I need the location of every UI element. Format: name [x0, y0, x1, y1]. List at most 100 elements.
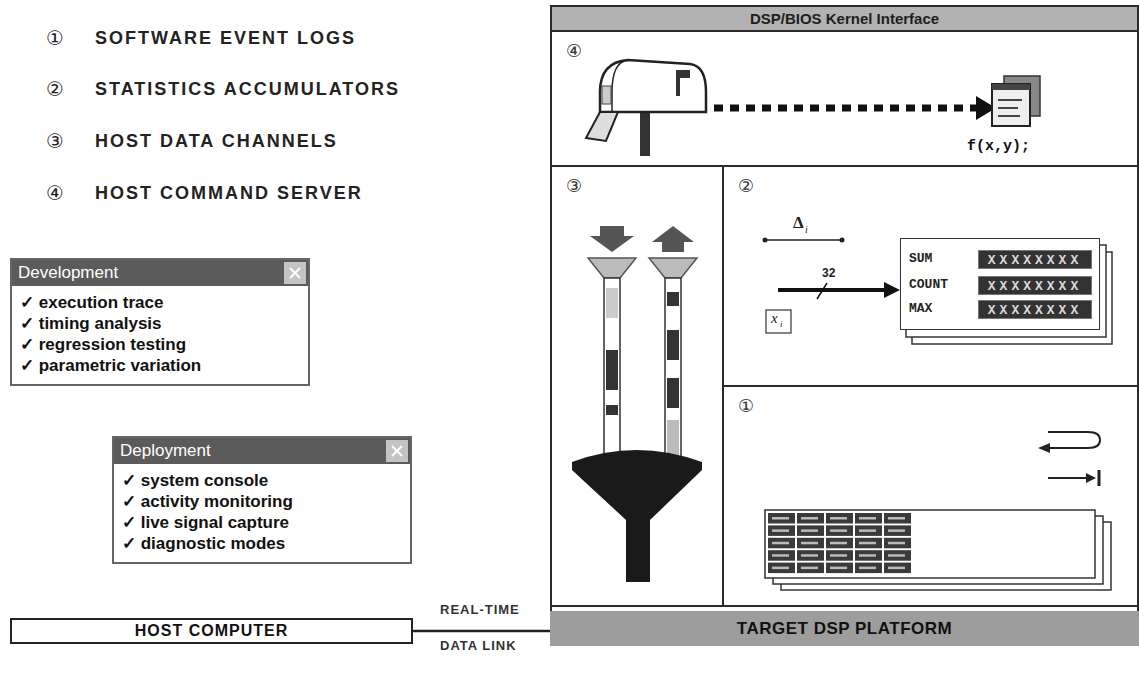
statistics-symbols-part	[763, 238, 768, 243]
checklist-item: ✓ live signal capture	[122, 512, 400, 533]
close-icon-cross	[392, 446, 402, 456]
host-computer-box: HOST COMPUTER	[10, 618, 413, 644]
feature-name: SOFTWARE EVENT LOGS	[95, 28, 356, 49]
feature-name: HOST COMMAND SERVER	[95, 183, 363, 204]
log-cell	[826, 563, 853, 574]
log-cell	[884, 563, 911, 574]
log-cell-mark	[772, 529, 789, 532]
statistic-name: MAX	[909, 301, 932, 316]
checklist-item: ✓ diagnostic modes	[122, 533, 400, 554]
mailbox-icon-part	[600, 60, 706, 112]
log-cell-mark	[888, 529, 905, 532]
mailbox-icon	[586, 60, 706, 156]
checklist-item: ✓ timing analysis	[20, 313, 298, 334]
log-cell-mark	[801, 542, 818, 545]
log-cell-mark	[801, 529, 818, 532]
dotted-arrow-part	[714, 105, 976, 112]
box-label: HOST COMPUTER	[135, 622, 288, 640]
checklist-item: ✓ regression testing	[20, 334, 298, 355]
log-cell	[826, 513, 853, 524]
log-cell	[855, 538, 882, 549]
feature-name: STATISTICS ACCUMULATORS	[95, 79, 400, 100]
data-link-line	[413, 630, 550, 633]
log-cell	[797, 513, 824, 524]
mailbox-icon-part	[676, 70, 690, 78]
statistics-symbols-part	[884, 282, 900, 298]
log-cell	[855, 550, 882, 561]
statistics-symbols-part	[778, 288, 886, 292]
log-cell-mark	[859, 517, 876, 520]
log-table-cells	[768, 513, 911, 573]
statistics-symbols-part	[817, 283, 827, 299]
window-title: Deployment	[120, 441, 211, 461]
data-channel-funnels-part	[652, 226, 694, 252]
mailbox-icon-part	[602, 86, 611, 104]
log-cell	[768, 538, 795, 549]
event-log-panel: ①	[722, 385, 1139, 607]
bit-width: 32	[822, 266, 835, 280]
mailbox-icon-part	[586, 112, 618, 141]
event-log-symbols	[765, 432, 1111, 590]
window-title-bar: Development	[12, 260, 308, 286]
log-cell-mark	[830, 517, 847, 520]
callout-number: ②	[738, 175, 754, 196]
log-cell	[797, 550, 824, 561]
data-channel-funnels-part	[667, 292, 679, 306]
event-log-symbols-part	[1048, 432, 1100, 448]
kernel-interface-panel: DSP/BIOS Kernel Interface④f(x,y);③②SUMCO…	[550, 5, 1139, 646]
close-icon	[386, 440, 408, 462]
statistic-value: XXXXXXXX	[978, 276, 1092, 295]
statistic-value: XXXXXXXX	[978, 250, 1092, 269]
log-cell	[768, 513, 795, 524]
checklist-item: ✓ system console	[122, 470, 400, 491]
close-icon-box	[386, 440, 408, 462]
window-body: ✓ system console✓ activity monitoring✓ l…	[114, 464, 410, 562]
callout-number: ①	[46, 26, 64, 50]
statistic-name: SUM	[909, 251, 932, 266]
event-log-symbols-part	[1048, 477, 1088, 479]
data-channel-funnels-part	[606, 350, 618, 390]
log-cell-mark	[830, 554, 847, 557]
kernel-header-bar: DSP/BIOS Kernel Interface	[552, 7, 1137, 30]
delta-symbol: Δ	[793, 213, 804, 233]
log-cell-mark	[888, 517, 905, 520]
log-cell-mark	[772, 554, 789, 557]
log-cell-mark	[859, 529, 876, 532]
log-cell	[855, 525, 882, 536]
subscript: i	[780, 319, 783, 329]
bar-label: TARGET DSP PLATFORM	[737, 619, 952, 639]
function-window-icon	[992, 76, 1040, 126]
mailbox-icon-part	[640, 110, 650, 156]
data-channel-funnels-part	[667, 378, 679, 408]
data-channel-funnels-part	[667, 330, 679, 360]
log-cell	[884, 525, 911, 536]
command-server-panel: ④f(x,y);	[550, 30, 1139, 167]
log-cell	[797, 538, 824, 549]
statistic-name: COUNT	[909, 277, 948, 292]
log-cell-mark	[772, 542, 789, 545]
log-cell-mark	[888, 554, 905, 557]
function-call: f(x,y);	[967, 138, 1030, 155]
log-cell-mark	[830, 567, 847, 570]
log-cell	[884, 538, 911, 549]
log-cell	[768, 563, 795, 574]
link-label: DATA LINK	[440, 638, 517, 653]
data-channel-funnels-part	[665, 278, 681, 463]
log-cell-mark	[888, 567, 905, 570]
data-channel-funnels-part	[667, 420, 679, 456]
event-log-symbols-part	[1086, 473, 1096, 483]
log-cell	[884, 550, 911, 561]
feature-name: HOST DATA CHANNELS	[95, 131, 338, 152]
log-cell-mark	[859, 567, 876, 570]
statistics-symbols	[763, 238, 1113, 345]
link-label: REAL-TIME	[440, 602, 520, 617]
function-window-icon-part	[998, 99, 1022, 101]
log-cell-mark	[772, 567, 789, 570]
data-channel-funnels-part	[649, 258, 697, 278]
development-window: Development✓ execution trace✓ timing ana…	[10, 258, 310, 386]
log-cell-mark	[888, 542, 905, 545]
data-channel-funnels-part	[588, 258, 636, 278]
sample-symbol: x	[771, 310, 778, 327]
callout-number: ②	[46, 77, 64, 101]
